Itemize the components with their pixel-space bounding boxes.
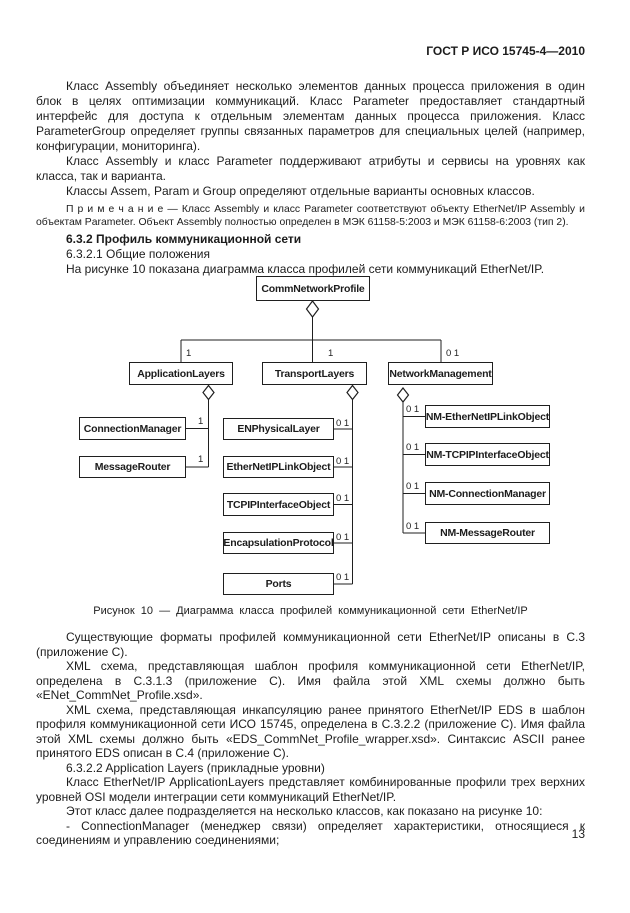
paragraph: Классы Assem, Param и Group определяют о… xyxy=(66,184,535,198)
class-box-transportlayers: TransportLayers xyxy=(262,362,367,385)
class-box-messagerouter: MessageRouter xyxy=(79,456,186,478)
class-box-nm-messagerouter: NM-MessageRouter xyxy=(425,522,550,544)
multiplicity-label: 0 1 xyxy=(406,442,420,453)
multiplicity-label: 0 1 xyxy=(336,456,350,467)
subsection-heading: 6.3.2.1 Общие положения xyxy=(66,247,210,261)
section-heading: 6.3.2 Профиль коммуникационной сети xyxy=(66,232,302,246)
multiplicity-label: 1 xyxy=(198,454,204,465)
class-box-networkmanagement: NetworkManagement xyxy=(388,362,493,385)
multiplicity-label: 0 1 xyxy=(336,532,350,543)
text-block-top: Класс Assembly объединяет несколько элем… xyxy=(36,79,585,277)
list-item: - ConnectionManager (менеджер связи) опр… xyxy=(36,818,585,848)
class-box-ethernetiplinkobject: EtherNetIPLinkObject xyxy=(223,456,334,478)
class-box-encapsulationprotocol: EncapsulationProtocol xyxy=(223,532,334,554)
multiplicity-label: 0 1 xyxy=(336,572,350,583)
class-box-nm-ethernetiplinkobject: NM-EtherNetIPLinkObject xyxy=(425,405,550,428)
text-block-bottom: Существующие форматы профилей коммуникац… xyxy=(36,630,585,848)
paragraph: Существующие форматы профилей коммуникац… xyxy=(36,630,585,659)
class-box-enphysicallayer: ENPhysicalLayer xyxy=(223,418,334,440)
paragraph: Этот класс далее подразделяется на неско… xyxy=(66,804,543,818)
class-box-nm-connectionmanager: NM-ConnectionManager xyxy=(425,482,550,505)
multiplicity-label: 1 xyxy=(186,348,192,359)
running-header: ГОСТ Р ИСО 15745-4—2010 xyxy=(426,44,585,58)
note-paragraph: П р и м е ч а н и е — Класс Assembly и к… xyxy=(36,204,585,228)
subsection-heading: 6.3.2.2 Application Layers (прикладные у… xyxy=(66,760,325,775)
page-number: 13 xyxy=(571,827,585,841)
aggregation-diamond-application xyxy=(202,384,215,401)
paragraph: XML схема, представляющая инкапсуляцию р… xyxy=(36,702,585,761)
multiplicity-label: 1 xyxy=(198,416,204,427)
figure-caption: Рисунок 10 — Диаграмма класса профилей к… xyxy=(93,605,528,617)
class-box-nm-tcpipinterfaceobject: NM-TCPIPInterfaceObject xyxy=(425,443,550,466)
multiplicity-label: 0 1 xyxy=(446,348,460,359)
multiplicity-label: 1 xyxy=(328,348,334,359)
class-box-applicationlayers: ApplicationLayers xyxy=(129,362,233,385)
multiplicity-label: 0 1 xyxy=(336,493,350,504)
multiplicity-label: 0 1 xyxy=(406,521,420,532)
paragraph: Класс Assembly объединяет несколько элем… xyxy=(36,79,585,153)
class-box-tcpipinterfaceobject: TCPIPInterfaceObject xyxy=(223,493,334,516)
paragraph: Класс EtherNet/IP ApplicationLayers пред… xyxy=(36,775,585,804)
multiplicity-label: 0 1 xyxy=(336,418,350,429)
class-box-commnetworkprofile: CommNetworkProfile xyxy=(256,276,370,301)
paragraph: XML схема, представляющая шаблон профиля… xyxy=(36,659,585,702)
class-box-connectionmanager: ConnectionManager xyxy=(79,417,186,440)
multiplicity-label: 0 1 xyxy=(406,404,420,415)
class-box-ports: Ports xyxy=(223,573,334,595)
paragraph: Класс Assembly и класс Parameter поддерж… xyxy=(36,154,585,183)
aggregation-diamond-root xyxy=(305,300,320,318)
aggregation-diamond-transport xyxy=(346,384,359,401)
aggregation-diamond-network xyxy=(396,387,410,403)
multiplicity-label: 0 1 xyxy=(406,481,420,492)
paragraph: На рисунке 10 показана диаграмма класса … xyxy=(66,262,545,276)
